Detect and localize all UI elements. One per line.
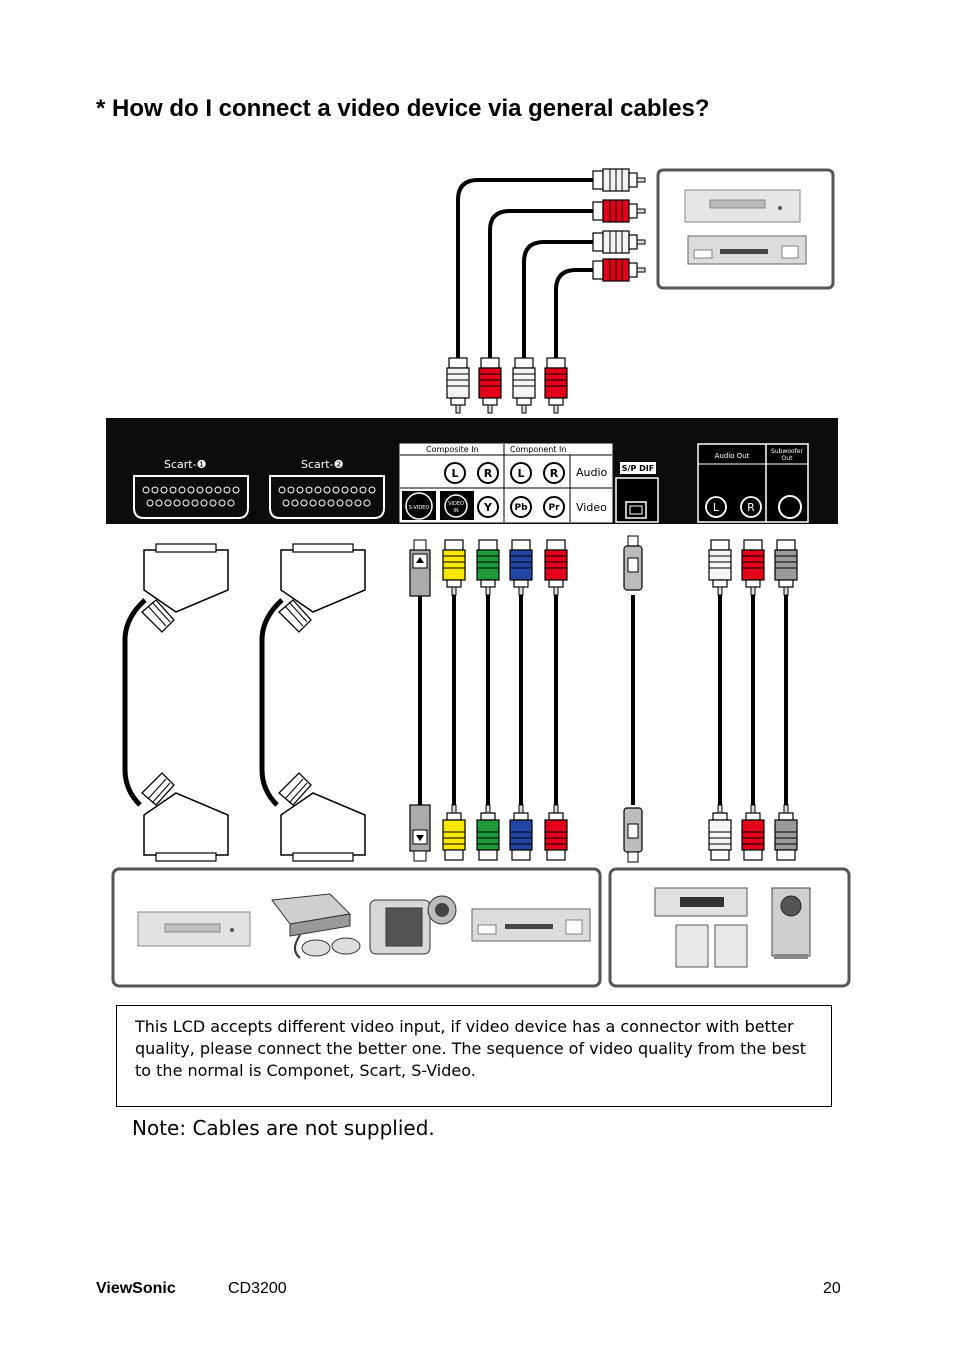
y-jack: Y bbox=[483, 501, 493, 514]
subwoofer-out-label-2: Out bbox=[782, 455, 794, 462]
scart2-port bbox=[269, 475, 385, 519]
subwoofer-icon bbox=[771, 887, 811, 959]
svideo-jack: S-VIDEO bbox=[409, 505, 430, 511]
component-R-jack: R bbox=[550, 467, 559, 480]
optical-plug-bottom bbox=[623, 807, 643, 863]
spdif-port: S/P DIF bbox=[615, 462, 659, 523]
vcr-icon bbox=[684, 189, 801, 223]
optical-plug-top bbox=[623, 535, 643, 591]
camcorder-icon bbox=[369, 895, 457, 955]
composite-in-label: Composite In bbox=[426, 445, 479, 454]
audio-out-L: L bbox=[713, 501, 720, 514]
vertical-cables bbox=[418, 595, 788, 805]
dvd-player-icon bbox=[687, 235, 807, 265]
speaker-icon bbox=[675, 924, 748, 968]
top-rca-plugs-horizontal bbox=[592, 168, 646, 282]
av-input-block: Composite In Component In Audio Video L … bbox=[399, 443, 613, 523]
rca-plugs-upper bbox=[442, 539, 798, 596]
svideo-plug-top bbox=[409, 539, 431, 597]
footer-brand: ViewSonic bbox=[96, 1280, 176, 1297]
pr-jack: Pr bbox=[548, 503, 560, 513]
scart1-label: Scart-❶ bbox=[164, 458, 207, 471]
video-in-jack-2: IN bbox=[453, 508, 458, 514]
scart1-port bbox=[133, 475, 249, 519]
receiver-icon bbox=[654, 887, 748, 917]
video-in-jack-1: VIDEO bbox=[448, 501, 464, 507]
composite-L-jack: L bbox=[451, 467, 458, 480]
video-label: Video bbox=[576, 501, 607, 514]
rca-plugs-lower bbox=[442, 804, 798, 861]
game-console-icon bbox=[271, 893, 361, 959]
quality-note-box: This LCD accepts different video input, … bbox=[116, 1005, 832, 1107]
page-title: * How do I connect a video device via ge… bbox=[96, 95, 710, 122]
top-rca-plugs-vertical bbox=[446, 357, 568, 414]
audio-out-block: Audio Out Subwoofer Out L R bbox=[697, 443, 809, 523]
pb-jack: Pb bbox=[514, 503, 528, 513]
top-av-cables bbox=[456, 178, 593, 358]
scart2-label: Scart-❷ bbox=[301, 458, 344, 471]
footer-page-number: 20 bbox=[823, 1280, 841, 1297]
subwoofer-out-label-1: Subwoofer bbox=[771, 448, 803, 455]
audio-out-label: Audio Out bbox=[715, 452, 750, 460]
footer-model: CD3200 bbox=[228, 1280, 287, 1297]
scart-cable-1 bbox=[122, 543, 229, 862]
source-devices-box bbox=[111, 867, 602, 988]
scart-cable-2 bbox=[259, 543, 366, 862]
composite-R-jack: R bbox=[484, 467, 493, 480]
svg-text:S/P DIF: S/P DIF bbox=[622, 464, 654, 473]
cables-note: Note: Cables are not supplied. bbox=[132, 1116, 435, 1140]
audio-out-R: R bbox=[747, 501, 755, 514]
component-in-label: Component In bbox=[510, 445, 566, 454]
component-L-jack: L bbox=[517, 467, 524, 480]
top-device-box bbox=[656, 168, 835, 290]
svideo-plug-bottom bbox=[409, 804, 431, 862]
audio-label: Audio bbox=[576, 466, 608, 479]
dvd-player-icon bbox=[471, 908, 591, 942]
vcr-icon bbox=[137, 911, 251, 947]
